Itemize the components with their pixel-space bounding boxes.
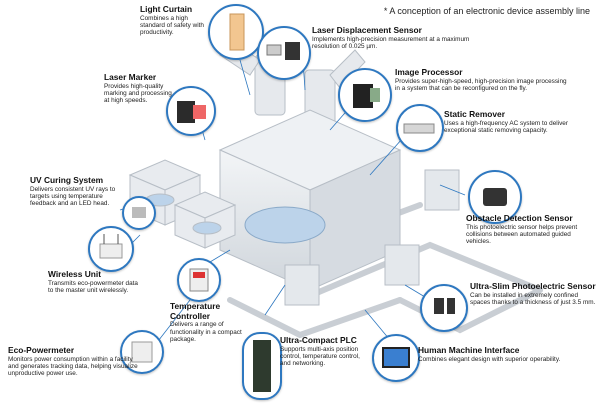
eco-powermeter-photo <box>120 330 164 374</box>
label-ultra-compact-plc: Ultra-Compact PLC Supports multi-axis po… <box>280 335 372 368</box>
ultra-compact-plc-title: Ultra-Compact PLC <box>280 335 357 345</box>
label-light-curtain: Light Curtain Combines a high standard o… <box>140 4 214 37</box>
human-machine-interface-desc: Combines elegant design with superior op… <box>418 355 561 363</box>
ultra-compact-plc-desc: Supports multi-axis position control, te… <box>280 345 360 368</box>
laser-displacement-sensor-photo <box>257 26 311 80</box>
obstacle-detection-sensor-photo <box>468 170 522 224</box>
laser-displacement-sensor-title: Laser Displacement Sensor <box>312 25 422 35</box>
eco-powermeter-title: Eco-Powermeter <box>8 345 75 355</box>
image-processor-desc: Provides super-high-speed, high-precisio… <box>395 77 567 92</box>
label-ultra-slim-photoelectric-sensor: Ultra-Slim Photoelectric Sensor Can be i… <box>470 281 596 306</box>
laser-marker-desc: Provides high-quality marking and proces… <box>104 82 172 105</box>
ultra-slim-photoelectric-sensor-desc: Can be installed in extremely confined s… <box>470 291 596 306</box>
uv-curing-system-title: UV Curing System <box>30 175 104 185</box>
label-laser-displacement-sensor: Laser Displacement Sensor Implements hig… <box>312 25 492 50</box>
wireless-unit-photo <box>88 226 134 272</box>
human-machine-interface-title: Human Machine Interface <box>418 345 520 355</box>
human-machine-interface-photo <box>372 334 420 382</box>
diagram-caption: * A conception of an electronic device a… <box>383 6 590 16</box>
ultra-compact-plc-photo <box>242 332 282 400</box>
light-curtain-desc: Combines a high standard of safety with … <box>140 14 204 37</box>
laser-marker-photo <box>166 86 216 136</box>
label-static-remover: Static Remover Uses a high-frequency AC … <box>444 109 596 134</box>
ultra-slim-photoelectric-sensor-photo <box>420 284 468 332</box>
static-remover-title: Static Remover <box>444 109 505 119</box>
label-temperature-controller: Temperature Controller Delivers a range … <box>170 301 250 343</box>
obstacle-detection-sensor-desc: This photoelectric sensor helps prevent … <box>466 223 578 246</box>
label-uv-curing-system: UV Curing System Delivers consistent UV … <box>30 175 120 208</box>
laser-marker-title: Laser Marker <box>104 72 157 82</box>
wireless-unit-title: Wireless Unit <box>48 269 101 279</box>
label-laser-marker: Laser Marker Provides high-quality marki… <box>104 72 174 105</box>
static-remover-desc: Uses a high-frequency AC system to deliv… <box>444 119 568 134</box>
temperature-controller-photo <box>177 258 221 302</box>
laser-displacement-sensor-desc: Implements high-precision measurement at… <box>312 35 470 50</box>
uv-curing-system-photo <box>122 196 156 230</box>
temperature-controller-title: Temperature Controller <box>170 301 221 321</box>
image-processor-photo <box>338 68 392 122</box>
uv-curing-system-desc: Delivers consistent UV rays to targets u… <box>30 185 116 208</box>
label-human-machine-interface: Human Machine Interface Combines elegant… <box>418 345 578 363</box>
obstacle-detection-sensor-title: Obstacle Detection Sensor <box>466 213 573 223</box>
label-eco-powermeter: Eco-Powermeter Monitors power consumptio… <box>8 345 138 378</box>
eco-powermeter-desc: Monitors power consumption within a faci… <box>8 355 138 378</box>
image-processor-title: Image Processor <box>395 67 463 77</box>
ultra-slim-photoelectric-sensor-title: Ultra-Slim Photoelectric Sensor <box>470 281 596 291</box>
temperature-controller-desc: Delivers a range of functionality in a c… <box>170 321 242 343</box>
label-wireless-unit: Wireless Unit Transmits eco-powermeter d… <box>48 269 138 294</box>
central-machine <box>218 109 402 291</box>
light-curtain-title: Light Curtain <box>140 4 193 14</box>
light-curtain-photo <box>208 4 264 60</box>
static-remover-photo <box>396 104 444 152</box>
label-image-processor: Image Processor Provides super-high-spee… <box>395 67 567 92</box>
label-obstacle-detection-sensor: Obstacle Detection Sensor This photoelec… <box>466 213 594 246</box>
wireless-unit-desc: Transmits eco-powermeter data to the mas… <box>48 279 138 294</box>
